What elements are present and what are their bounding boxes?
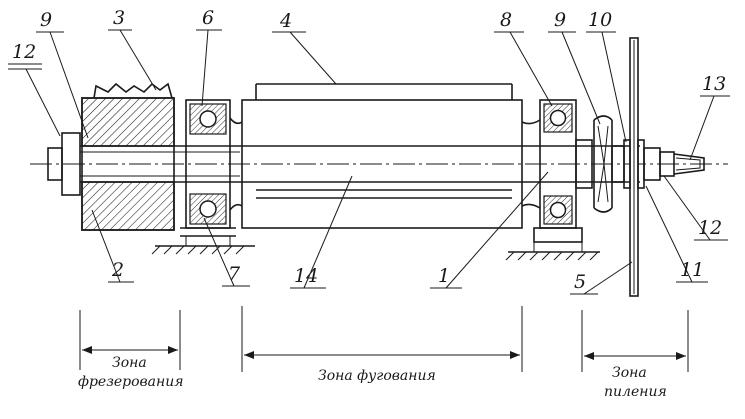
callout-1: 1 xyxy=(438,265,450,287)
sawing-zone-label-line2: пиления xyxy=(604,384,667,400)
milling-zone-label-line1: Зона xyxy=(112,355,147,371)
callout-10: 10 xyxy=(588,9,612,31)
jointing-drum xyxy=(229,83,541,229)
jointing-zone-label: Зона фугования xyxy=(318,368,436,384)
milling-zone-dimension xyxy=(82,346,178,354)
jointing-zone-dimension xyxy=(244,351,520,359)
right-support xyxy=(505,227,600,261)
callout-14: 14 xyxy=(294,265,318,287)
milling-zone-label-line2: фрезерования xyxy=(78,374,184,390)
shaft-end xyxy=(643,147,705,181)
callout-4: 4 xyxy=(279,10,292,32)
callout-5: 5 xyxy=(574,271,586,293)
callout-12-left: 12 xyxy=(12,41,36,63)
callout-9-right: 9 xyxy=(554,9,566,31)
callout-7: 7 xyxy=(228,263,241,285)
callout-13: 13 xyxy=(702,73,726,95)
callout-8: 8 xyxy=(500,9,512,31)
callout-12-right: 12 xyxy=(698,217,722,239)
right-bearing xyxy=(539,99,593,229)
callout-11: 11 xyxy=(680,259,704,281)
leader-lines xyxy=(8,29,730,295)
milling-cutter xyxy=(81,82,175,231)
left-support xyxy=(151,236,255,255)
callout-6: 6 xyxy=(202,7,214,29)
sawing-zone-dimension xyxy=(584,352,686,360)
callout-2: 2 xyxy=(111,259,124,281)
zone-extension-lines xyxy=(79,306,689,372)
saw-blade xyxy=(623,37,645,297)
sawing-zone-label-line1: Зона xyxy=(612,365,647,381)
callout-9-left: 9 xyxy=(40,9,52,31)
left-bearing xyxy=(180,99,236,237)
pulley xyxy=(593,115,625,213)
callout-3: 3 xyxy=(113,7,125,29)
